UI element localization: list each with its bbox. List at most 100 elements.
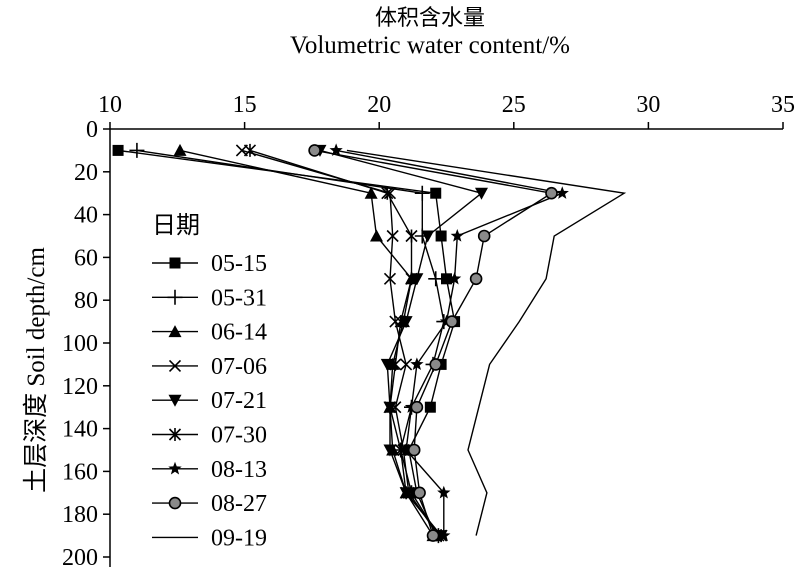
data-point <box>477 229 491 243</box>
data-point <box>394 315 407 329</box>
y-tick-label: 80 <box>74 288 98 314</box>
legend-marker <box>168 461 182 475</box>
data-point <box>364 186 378 199</box>
data-point <box>407 443 421 457</box>
data-point <box>383 400 397 414</box>
data-point <box>545 186 558 200</box>
x-tick-label: 10 <box>98 92 122 118</box>
legend-item: 05-15 <box>152 251 267 277</box>
x-tick-label: 25 <box>502 92 526 118</box>
data-point <box>447 271 462 285</box>
legend-marker <box>168 325 182 338</box>
series-line <box>346 149 627 536</box>
data-point <box>430 187 442 199</box>
legend-marker <box>167 289 183 305</box>
legend-marker <box>168 428 182 441</box>
series-line <box>335 149 565 536</box>
series-layer <box>112 142 627 544</box>
series-09-19 <box>346 149 627 536</box>
legend-label: 05-31 <box>211 285 267 311</box>
data-point <box>399 443 413 456</box>
legend-item: 07-30 <box>152 423 267 449</box>
y-tick-label: 160 <box>62 459 98 485</box>
data-point <box>173 143 187 156</box>
legend-label: 07-30 <box>211 423 267 449</box>
legend-item: 06-14 <box>152 320 267 346</box>
data-point <box>383 444 397 457</box>
legend-label: 05-15 <box>211 251 267 277</box>
y-tick-label: 200 <box>62 545 98 571</box>
data-point <box>450 229 464 242</box>
legend-marker <box>169 257 181 269</box>
data-point <box>414 185 430 201</box>
data-point <box>413 486 426 500</box>
data-point <box>555 186 569 199</box>
y-tick-label: 0 <box>86 117 98 143</box>
data-point <box>400 486 413 500</box>
series-line <box>241 149 439 536</box>
data-point <box>112 144 124 156</box>
series-07-30 <box>243 143 448 543</box>
x-tick-label: 35 <box>771 92 795 118</box>
legend-item: 05-31 <box>152 285 267 311</box>
legend-marker <box>168 359 182 372</box>
data-point <box>437 485 451 499</box>
legend-label: 08-13 <box>211 457 267 483</box>
data-point <box>380 358 394 371</box>
data-point <box>370 229 384 242</box>
series-08-27 <box>308 144 558 542</box>
legend-item: 09-19 <box>152 525 267 551</box>
x-tick-label: 15 <box>233 92 257 118</box>
legend-item: 08-13 <box>152 457 267 483</box>
data-point <box>469 272 483 286</box>
y-tick-label: 180 <box>62 502 98 528</box>
legend-label: 06-14 <box>211 320 267 346</box>
data-point <box>389 315 402 328</box>
data-point <box>410 357 424 371</box>
data-point <box>437 528 451 542</box>
legend: 日期 05-15 05-31 06-14 07-06 07-21 07-30 08-13 08-… <box>152 213 267 551</box>
legend-marker <box>168 496 182 510</box>
data-point <box>441 273 452 285</box>
y-tick-label: 120 <box>62 374 98 400</box>
legend-title: 日期 <box>152 213 200 239</box>
data-point <box>308 144 321 157</box>
y-tick-label: 140 <box>62 417 98 443</box>
data-point <box>383 187 397 200</box>
legend-label: 09-19 <box>211 525 267 551</box>
data-point <box>389 357 402 371</box>
legend-marker <box>168 394 182 407</box>
data-point <box>474 187 488 200</box>
data-point <box>386 229 399 243</box>
data-point <box>421 230 435 243</box>
x-tick-label: 20 <box>367 92 391 118</box>
data-point <box>405 229 418 243</box>
data-point <box>424 401 436 413</box>
series-line <box>319 149 484 537</box>
series-07-06 <box>235 144 445 542</box>
y-tick-label: 100 <box>62 331 98 357</box>
data-point <box>428 271 444 287</box>
legend-label: 07-06 <box>211 354 267 380</box>
series-08-13 <box>329 143 569 542</box>
data-point <box>405 272 418 286</box>
series-line <box>249 149 442 537</box>
legend-item: 07-21 <box>152 388 267 414</box>
x-tick-label: 30 <box>636 92 660 118</box>
series-line <box>314 149 554 536</box>
data-point <box>429 358 443 371</box>
legend-item: 08-27 <box>152 491 267 517</box>
data-point <box>129 142 145 158</box>
data-point <box>329 143 343 157</box>
legend-item: 07-06 <box>152 354 267 380</box>
data-point <box>410 400 424 414</box>
data-point <box>383 272 397 285</box>
legend-label: 07-21 <box>211 388 267 414</box>
y-tick-label: 60 <box>74 245 98 271</box>
data-point <box>243 143 257 157</box>
chart-title-zh: 体积含水量 <box>374 6 485 31</box>
chart-title-en: Volumetric water content/% <box>289 32 570 59</box>
